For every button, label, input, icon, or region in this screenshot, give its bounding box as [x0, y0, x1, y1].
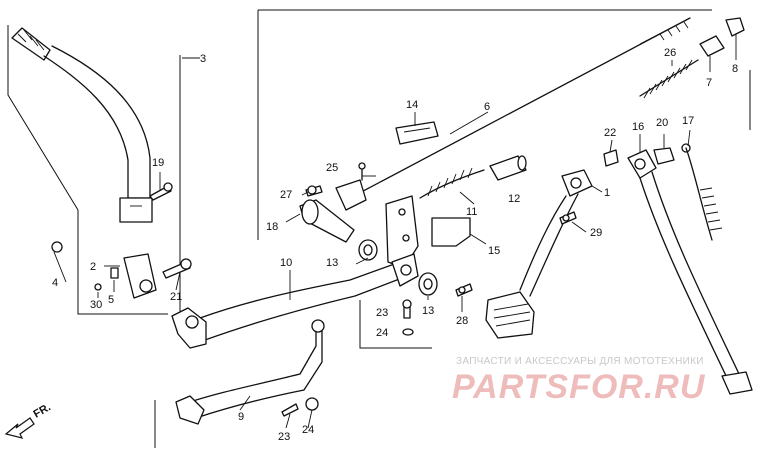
watermark-tagline: ЗАПЧАСТИ И АКСЕССУАРЫ ДЛЯ МОТОТЕХНИКИ — [456, 356, 704, 367]
kick-starter-hardware — [51, 182, 192, 299]
pivot-hardware — [299, 121, 439, 243]
label-part-20: 20 — [656, 117, 668, 129]
nut-22 — [603, 149, 619, 167]
label-part-17: 17 — [682, 115, 694, 127]
label-part-18: 18 — [266, 221, 278, 233]
label-part-16: 16 — [632, 121, 644, 133]
label-part-9: 9 — [238, 411, 244, 423]
side-stand-16 — [603, 143, 753, 395]
label-part-24-bottom: 24 — [302, 424, 314, 436]
label-part-15: 15 — [488, 245, 500, 257]
label-part-27: 27 — [280, 189, 292, 201]
bolts-23-24 — [402, 299, 414, 336]
spring-11 — [419, 169, 485, 199]
brake-rod-line — [349, 17, 691, 199]
label-part-21: 21 — [170, 291, 182, 303]
leader-lines — [53, 34, 737, 429]
label-part-11: 11 — [466, 206, 477, 218]
label-part-13-right: 13 — [422, 305, 434, 317]
spring-sleeve-rubber — [419, 155, 527, 247]
washer-24a — [402, 328, 414, 336]
front-direction-indicator: FR. — [4, 401, 53, 439]
brake-pedal-1 — [455, 169, 593, 339]
label-part-6: 6 — [484, 101, 490, 113]
label-part-30: 30 — [90, 299, 102, 311]
label-part-25: 25 — [326, 162, 338, 174]
plate-14 — [395, 121, 439, 145]
kick-arm-boss — [119, 197, 153, 223]
label-part-7: 7 — [706, 77, 712, 89]
label-part-19: 19 — [152, 157, 164, 169]
label-part-8: 8 — [732, 63, 738, 75]
sleeve-12 — [489, 155, 527, 181]
label-part-4: 4 — [52, 277, 58, 289]
kick-pedal-rubber — [11, 27, 51, 61]
brake-pedal-10 — [171, 261, 403, 349]
stand-foot — [721, 371, 753, 395]
washer-30 — [94, 283, 102, 291]
shift-bolt-23 — [281, 403, 299, 417]
rod-hardware — [639, 17, 745, 99]
front-direction-label: FR. — [32, 401, 53, 420]
label-part-22: 22 — [604, 127, 616, 139]
label-part-10: 10 — [280, 257, 292, 269]
label-part-1: 1 — [604, 187, 610, 199]
label-part-13-left: 13 — [326, 257, 338, 269]
label-part-24-box: 24 — [376, 327, 388, 339]
label-part-2: 2 — [90, 261, 96, 273]
shift-lever-9 — [175, 319, 325, 425]
bolt-group-frame — [359, 300, 432, 349]
shift-lever-tip — [175, 395, 205, 425]
group-frames — [7, 9, 751, 448]
front-arrow-icon — [4, 417, 35, 439]
kick-starter-arm — [11, 27, 153, 223]
joint-7 — [699, 35, 725, 57]
label-part-14: 14 — [406, 99, 418, 111]
spring-17 — [685, 147, 713, 241]
label-part-3: 3 — [200, 53, 206, 65]
watermark-logo: PARTSFOR.RU — [452, 368, 706, 406]
label-part-28: 28 — [456, 315, 468, 327]
kick-bolt-5 — [110, 267, 119, 279]
pin-20 — [653, 147, 675, 165]
label-part-5: 5 — [108, 294, 114, 306]
label-part-23-bottom: 23 — [278, 431, 290, 443]
clevis-bracket — [335, 179, 367, 211]
brake-rod-6 — [349, 17, 691, 199]
label-part-12: 12 — [508, 193, 520, 205]
brake-pedal-tip — [171, 307, 207, 349]
part-labels: 3 19 2 4 5 30 21 10 9 23 24 14 6 25 27 1… — [52, 47, 738, 443]
kick-boss-2 — [123, 253, 157, 299]
label-part-29: 29 — [590, 227, 602, 239]
main-bracket — [358, 195, 438, 296]
nut-8 — [725, 17, 745, 37]
label-part-26: 26 — [664, 47, 676, 59]
kick-cap-4 — [51, 241, 63, 253]
label-part-23-box: 23 — [376, 307, 388, 319]
rubber-15 — [431, 217, 471, 247]
kickstarter-group-frame — [7, 25, 168, 315]
